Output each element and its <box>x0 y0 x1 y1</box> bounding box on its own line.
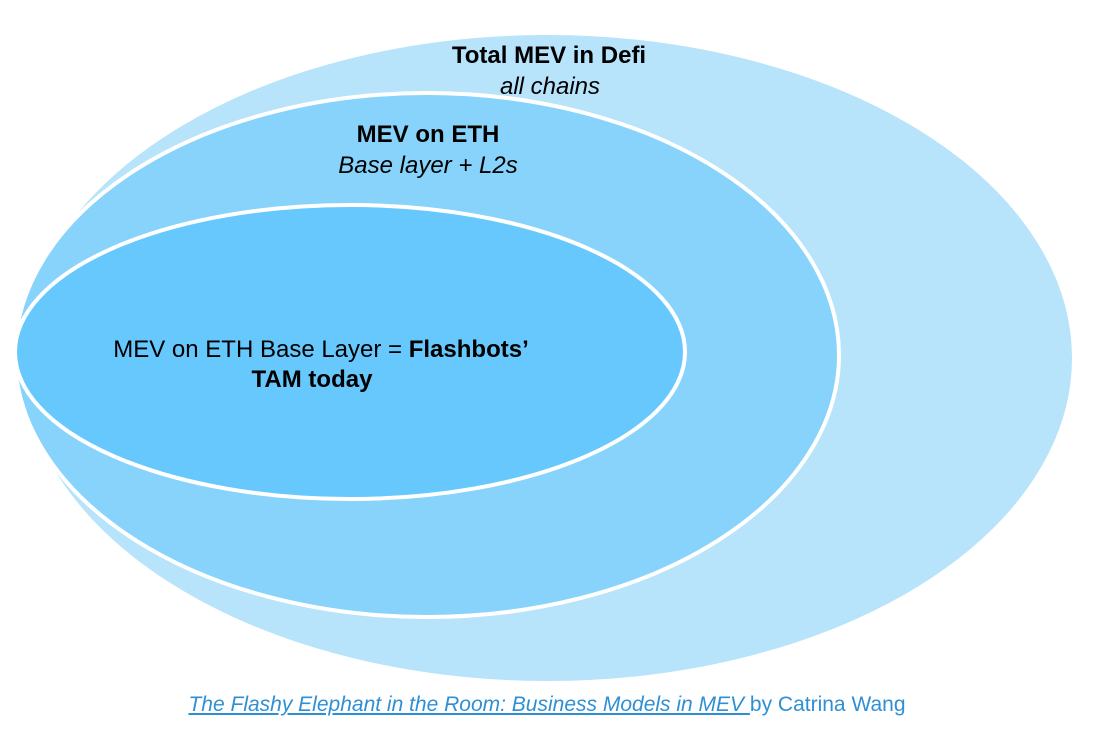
middle-subtitle: Base layer + L2s <box>338 152 517 179</box>
source-author: by Catrina Wang <box>749 693 906 716</box>
inner-label-tam: TAM today <box>252 366 374 393</box>
outer-title: Total MEV in Defi <box>452 42 646 69</box>
inner-label-plain: MEV on ETH Base Layer = <box>113 336 408 363</box>
inner-label-line1: MEV on ETH Base Layer = Flashbots’ <box>113 336 528 363</box>
inner-label-bold: Flashbots’ <box>409 336 529 363</box>
source-caption: The Flashy Elephant in the Room: Busines… <box>0 693 1094 717</box>
inner-ellipse-eth-base-layer <box>13 203 687 501</box>
outer-subtitle: all chains <box>500 73 600 100</box>
inner-label-line2: TAM today <box>252 366 374 393</box>
middle-title: MEV on ETH <box>357 121 500 148</box>
source-article-link[interactable]: The Flashy Elephant in the Room: Busines… <box>188 693 750 716</box>
